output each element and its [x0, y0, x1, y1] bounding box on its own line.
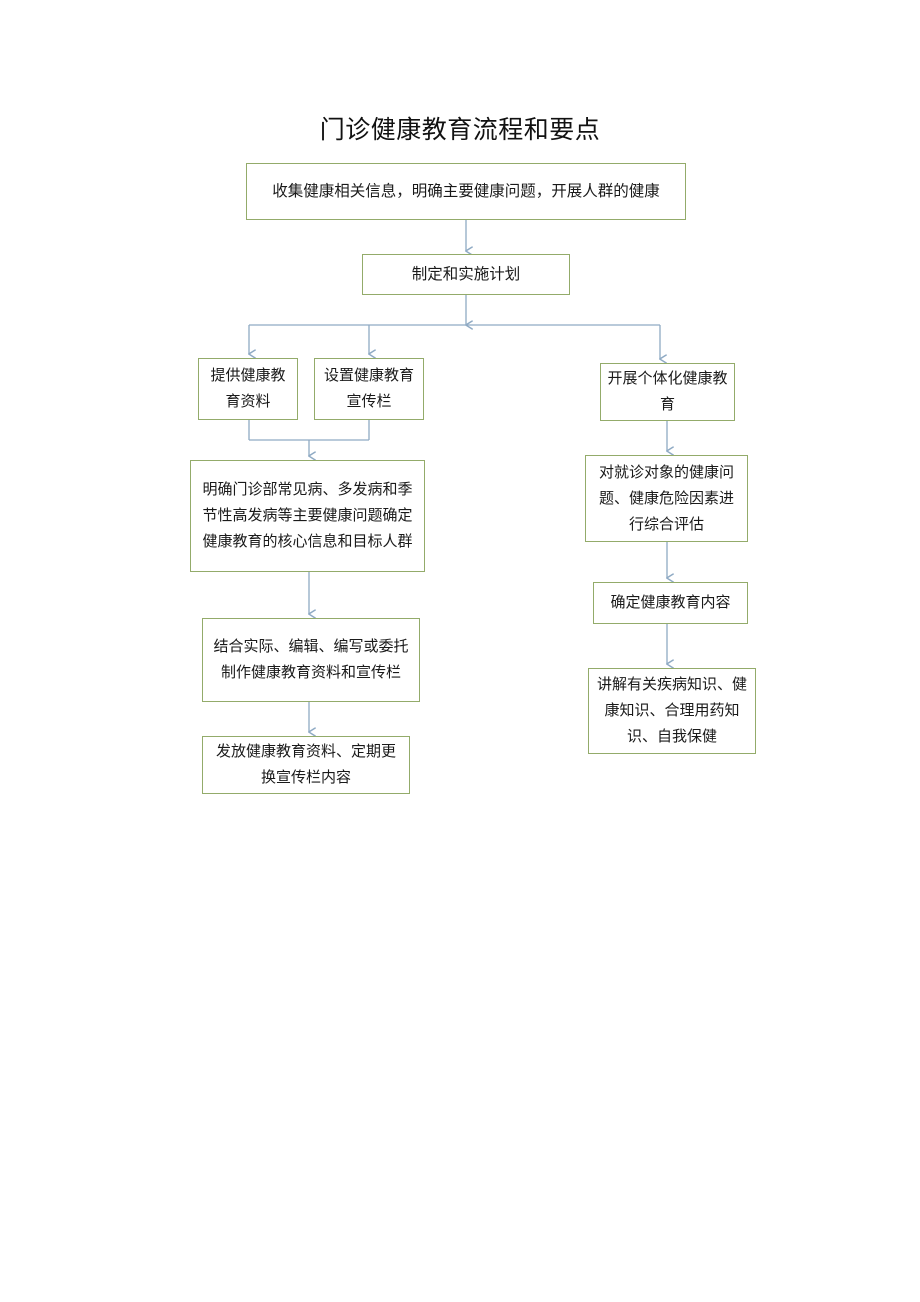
flow-node-distribute-materials[interactable]: 发放健康教育资料、定期更换宣传栏内容 [202, 736, 410, 794]
flow-node-determine-content[interactable]: 确定健康教育内容 [593, 582, 748, 624]
flow-node-comprehensive-assessment[interactable]: 对就诊对象的健康问题、健康危险因素进行综合评估 [585, 455, 748, 542]
flow-node-setup-bulletin-board[interactable]: 设置健康教育宣传栏 [314, 358, 424, 420]
flow-node-label: 确定健康教育内容 [610, 595, 731, 611]
flow-node-label: 结合实际、编辑、编写或委托制作健康教育资料和宣传栏 [213, 639, 409, 681]
flow-node-provide-materials[interactable]: 提供健康教育资料 [198, 358, 298, 420]
flow-node-explain-knowledge[interactable]: 讲解有关疾病知识、健康知识、合理用药知识、自我保健 [588, 668, 756, 754]
flow-node-label: 对就诊对象的健康问题、健康危险因素进行综合评估 [598, 464, 734, 533]
flow-node-compile-materials[interactable]: 结合实际、编辑、编写或委托制作健康教育资料和宣传栏 [202, 618, 420, 702]
flow-node-label: 收集健康相关信息，明确主要健康问题，开展人群的健康 [272, 182, 660, 200]
flow-node-label: 明确门诊部常见病、多发病和季节性高发病等主要健康问题确定健康教育的核心信息和目标… [202, 482, 413, 550]
flow-node-individualized-education[interactable]: 开展个体化健康教育 [600, 363, 735, 421]
flow-node-label: 开展个体化健康教育 [607, 371, 728, 413]
flow-node-make-and-implement-plan[interactable]: 制定和实施计划 [362, 254, 570, 295]
flow-node-label: 讲解有关疾病知识、健康知识、合理用药知识、自我保健 [596, 677, 747, 745]
flow-node-collect-information[interactable]: 收集健康相关信息，明确主要健康问题，开展人群的健康 [246, 163, 686, 220]
page-title: 门诊健康教育流程和要点 [319, 117, 601, 144]
flow-node-label: 发放健康教育资料、定期更换宣传栏内容 [215, 744, 396, 786]
flow-node-label: 设置健康教育宣传栏 [323, 368, 414, 410]
flow-node-label: 提供健康教育资料 [210, 368, 286, 410]
flow-node-label: 制定和实施计划 [411, 265, 521, 283]
flow-node-clarify-core-information[interactable]: 明确门诊部常见病、多发病和季节性高发病等主要健康问题确定健康教育的核心信息和目标… [190, 460, 425, 572]
